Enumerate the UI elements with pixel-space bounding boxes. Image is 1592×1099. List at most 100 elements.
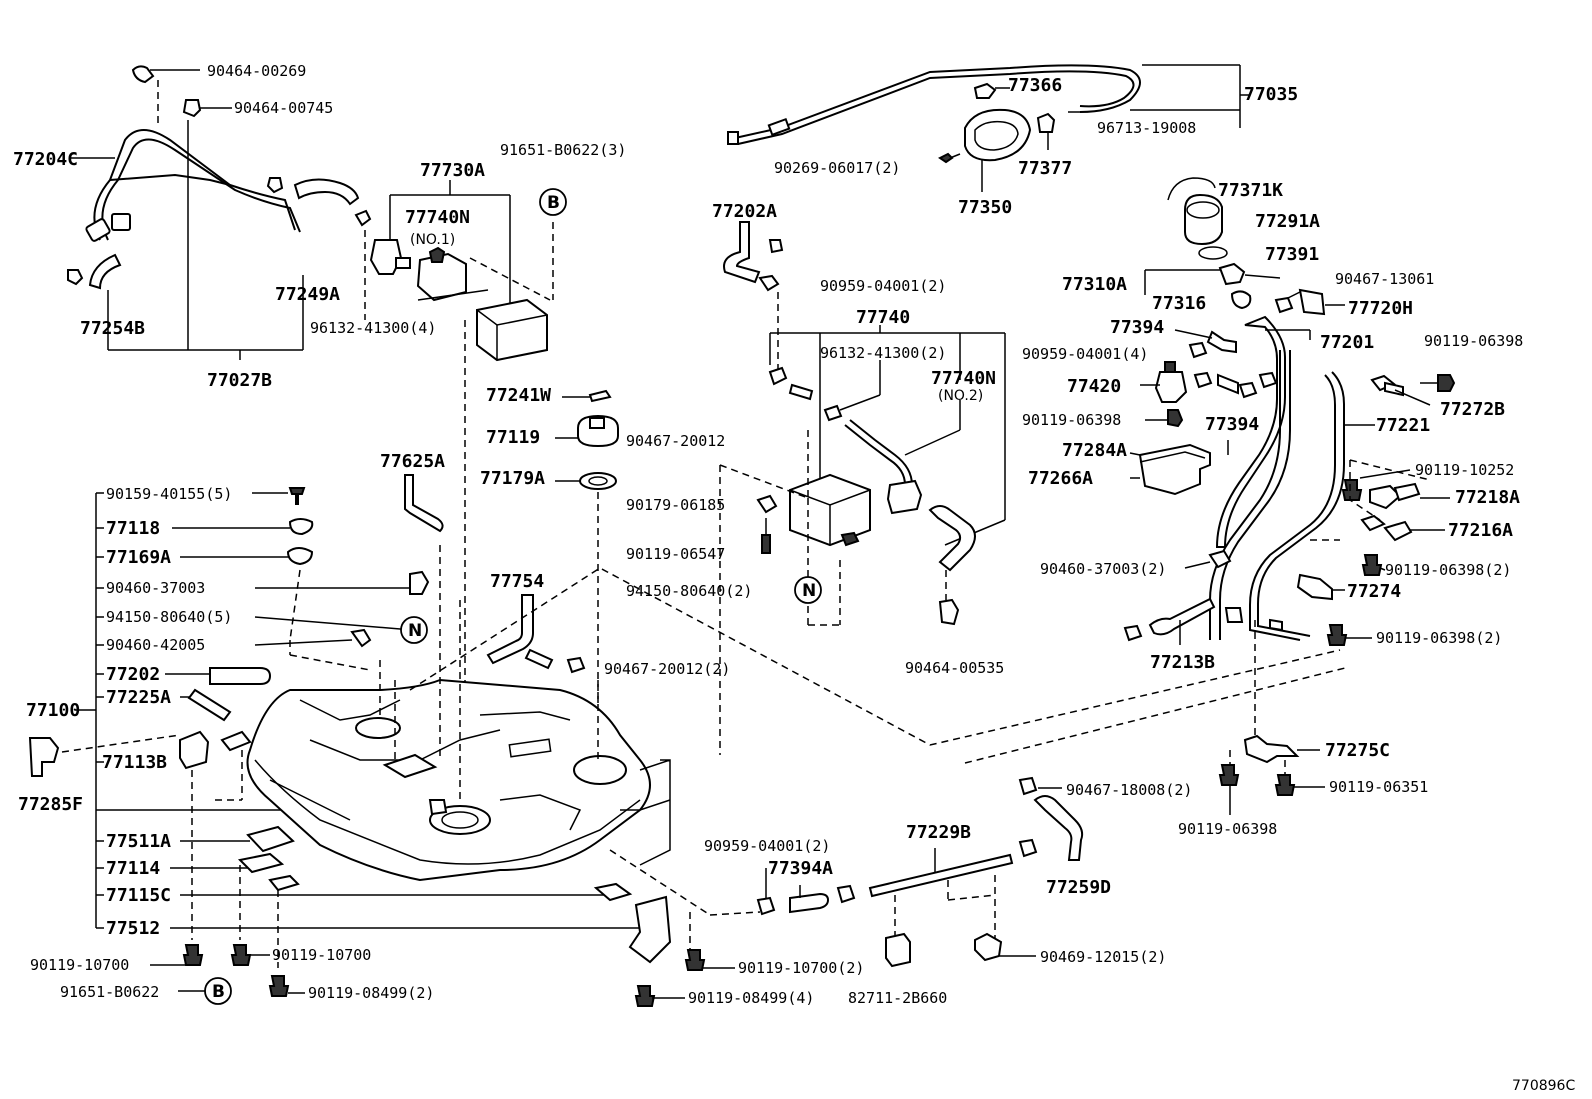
label-77291A: 77291A [1255,211,1320,232]
label-77119: 77119 [486,427,540,448]
left-parts-list [75,492,640,929]
label-77754: 77754 [490,571,544,592]
label-77249A: 77249A [275,284,340,305]
label-77394b: 77394 [1205,414,1259,435]
label-91651-B0622-3: 91651-B0622(3) [500,141,626,159]
label-77113B: 77113B [102,752,167,773]
label-90467-18008-2: 90467-18008(2) [1066,781,1192,799]
label-77202: 77202 [106,664,160,685]
label-90119-08499-4: 90119-08499(4) [688,989,814,1007]
label-77625A: 77625A [380,451,445,472]
label-94150-80640-2: 94150-80640(2) [626,582,752,600]
label-no1: (NO.1) [410,232,455,248]
label-90119-06398c: 90119-06398 [1178,820,1277,838]
label-77310A: 77310A [1062,274,1127,295]
vent-tube-assembly [67,65,372,360]
label-82711-2B660: 82711-2B660 [848,989,947,1007]
label-77740N-no2: 77740N [931,368,996,389]
label-77201: 77201 [1320,332,1374,353]
callout-n-left [400,616,428,644]
label-90269-06017-2: 90269-06017(2) [774,159,900,177]
hose-77754 [486,594,554,670]
callout-b-top-text: B [547,193,560,213]
bottom-middle-hoses [756,776,1084,968]
label-90959-04001-4: 90959-04001(4) [1022,345,1148,363]
label-77213B: 77213B [1150,652,1215,673]
label-77371K: 77371K [1218,180,1283,201]
label-90119-06398-2b: 90119-06398(2) [1376,629,1502,647]
label-77512: 77512 [106,918,160,939]
label-90959-04001-2b: 90959-04001(2) [704,837,830,855]
label-77027B: 77027B [207,370,272,391]
bottom-left-fasteners [150,944,735,1007]
label-77350: 77350 [958,197,1012,218]
label-90460-37003-2: 90460-37003(2) [1040,560,1166,578]
label-90460-42005: 90460-42005 [106,636,205,654]
label-77394a: 77394 [1110,317,1164,338]
label-91651-B0622: 91651-B0622 [60,983,159,1001]
label-77221: 77221 [1376,415,1430,436]
label-77035: 77035 [1244,84,1298,105]
filler-neck-group [1123,177,1456,815]
label-77740: 77740 [856,307,910,328]
label-90179-06185: 90179-06185 [626,496,725,514]
callout-b-bottom-text: B [212,982,225,1002]
clamp-90467-20012-2 [566,656,586,674]
label-77272B: 77272B [1440,399,1505,420]
label-90119-06398b: 90119-06398 [1022,411,1121,429]
label-90464-00745: 90464-00745 [234,99,333,117]
label-90467-13061: 90467-13061 [1335,270,1434,288]
bracket-77625A [404,474,444,533]
label-77266A: 77266A [1028,468,1093,489]
label-77218A: 77218A [1455,487,1520,508]
label-77118: 77118 [106,518,160,539]
label-77202A: 77202A [712,201,777,222]
label-77740N-no1: 77740N [405,207,470,228]
label-77259D: 77259D [1046,877,1111,898]
label-77284A: 77284A [1062,440,1127,461]
callout-n-mid-text: N [802,581,816,601]
fuel-tank [246,678,671,882]
label-90119-06351: 90119-06351 [1329,778,1428,796]
label-77254B: 77254B [80,318,145,339]
dashed-leaders [289,545,1346,940]
label-90119-10252: 90119-10252 [1415,461,1514,479]
label-77720H: 77720H [1348,298,1413,319]
label-77216A: 77216A [1448,520,1513,541]
label-77730A: 77730A [420,160,485,181]
label-77511A: 77511A [106,831,171,852]
label-77204C: 77204C [13,149,78,170]
label-90460-37003: 90460-37003 [106,579,205,597]
label-90467-20012: 90467-20012 [626,432,725,450]
label-96132-41300-4: 96132-41300(4) [310,319,436,337]
label-96132-41300-2: 96132-41300(2) [820,344,946,362]
left-small-parts: N [28,487,691,968]
callout-n-mid [794,576,822,604]
label-no2: (NO.2) [938,388,983,404]
canister-valve-no1-group [364,180,554,830]
callout-n-left-text: N [408,621,422,641]
label-77100: 77100 [26,700,80,721]
label-90467-20012-2: 90467-20012(2) [604,660,730,678]
label-90464-00269: 90464-00269 [207,62,306,80]
label-77391: 77391 [1265,244,1319,265]
label-77377: 77377 [1018,158,1072,179]
label-90469-12015-2: 90469-12015(2) [1040,948,1166,966]
label-90464-00535: 90464-00535 [905,659,1004,677]
label-77394A: 77394A [768,858,833,879]
label-90119-06398a: 90119-06398 [1424,332,1523,350]
label-90119-10700b: 90119-10700 [272,946,371,964]
label-90119-10700a: 90119-10700 [30,956,129,974]
diagram-code: 770896C [1512,1078,1575,1094]
label-77275C: 77275C [1325,740,1390,761]
label-90119-06547: 90119-06547 [626,545,725,563]
label-77274: 77274 [1347,581,1401,602]
label-77229B: 77229B [906,822,971,843]
label-77115C: 77115C [106,885,171,906]
callout-b-top [539,188,567,216]
label-90119-10700-2: 90119-10700(2) [738,959,864,977]
label-96713-19008: 96713-19008 [1097,119,1196,137]
label-90159-40155-5: 90159-40155(5) [106,485,232,503]
label-77225A: 77225A [106,687,171,708]
